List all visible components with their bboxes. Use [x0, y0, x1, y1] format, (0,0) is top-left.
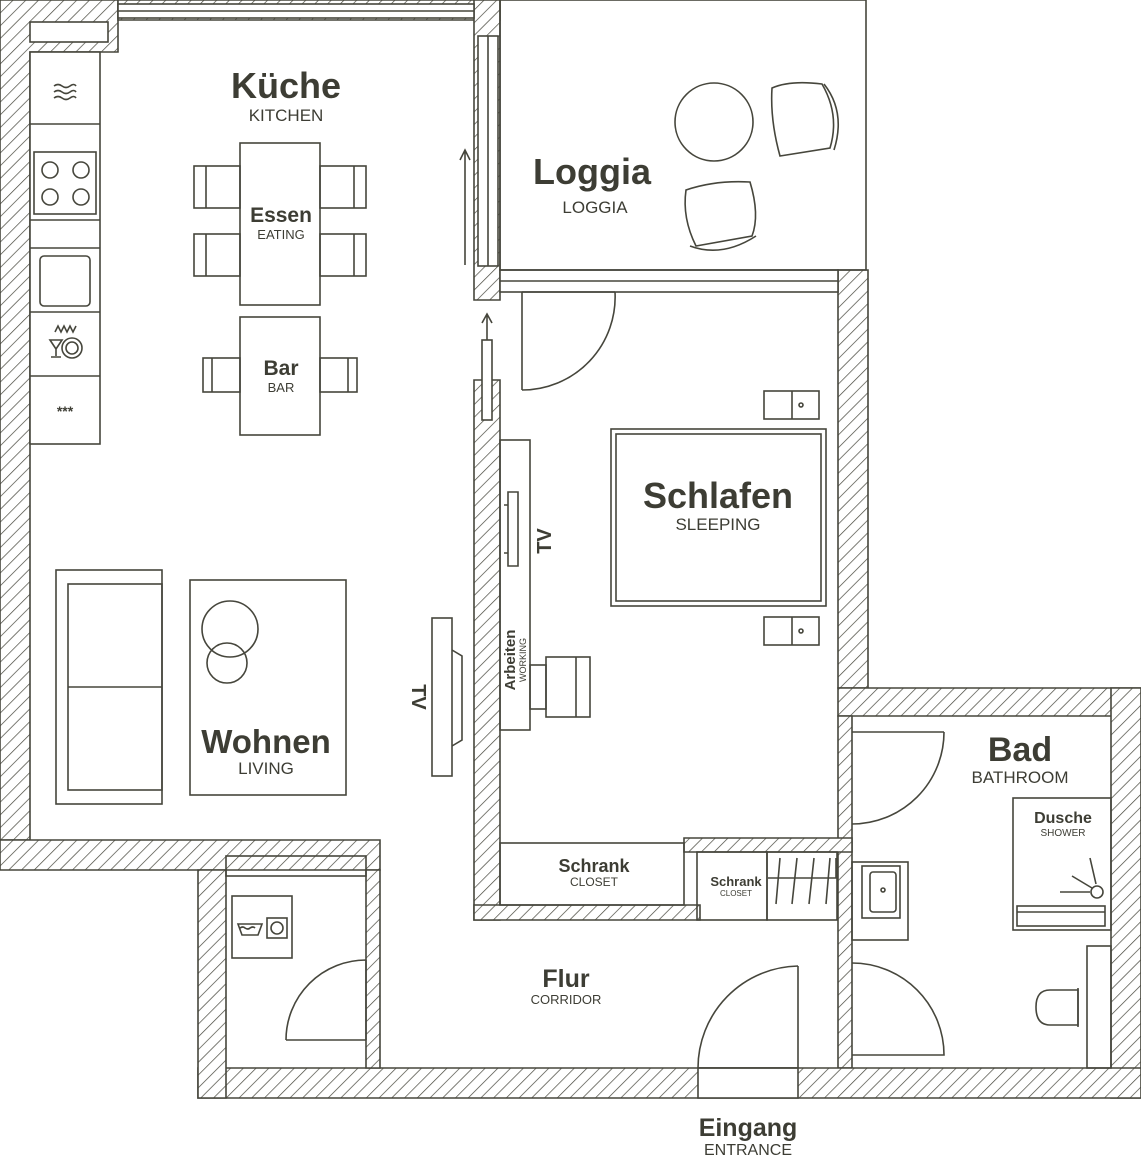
laundry-shelf	[225, 855, 367, 877]
door-entrance	[697, 965, 799, 1069]
coffee-table-large	[201, 600, 259, 658]
wall-bath-top	[837, 687, 1141, 717]
washing-icon	[236, 923, 264, 936]
closet-bedroom	[499, 842, 685, 906]
wall-closet-bottom	[473, 904, 701, 921]
living-rug	[189, 579, 347, 796]
wall-laundry-right	[365, 869, 381, 1069]
label-shower: Dusche	[1034, 810, 1092, 827]
wall-laundry-left	[197, 869, 227, 1099]
kitchen-counter: ***	[29, 21, 109, 445]
loggia-chair-1	[770, 81, 835, 157]
wall-partition-lower	[473, 379, 501, 921]
bed	[610, 428, 827, 607]
dining-table	[193, 142, 367, 306]
bathroom-sink	[851, 861, 909, 941]
door-bathroom	[851, 731, 945, 825]
label-loggia-en: LOGGIA	[562, 198, 628, 217]
label-tv-bedroom: TV	[534, 528, 556, 554]
label-kitchen: Küche	[231, 65, 341, 106]
stove-icon	[33, 151, 97, 215]
loggia-outline	[499, 0, 867, 271]
sofa	[55, 569, 163, 805]
label-entrance: Eingang	[699, 1114, 798, 1142]
hood-icon	[53, 83, 77, 101]
label-entrance-en: ENTRANCE	[704, 1142, 792, 1159]
wall-bath-left	[837, 715, 853, 1069]
label-corridor-en: CORRIDOR	[531, 992, 602, 1007]
sliding-door	[481, 339, 493, 421]
door-bedroom	[521, 291, 616, 391]
label-eating: Essen	[250, 204, 312, 227]
arrow-loggia	[459, 148, 471, 265]
label-living-en: LIVING	[238, 759, 294, 778]
label-eating-en: EATING	[257, 227, 304, 242]
label-working-en: WORKING	[518, 638, 528, 682]
sink-icon	[39, 255, 91, 307]
tv-living	[431, 617, 463, 777]
toilet	[1035, 989, 1079, 1026]
label-closet-bedroom: Schrank	[558, 856, 630, 876]
label-living: Wohnen	[201, 723, 331, 760]
labels: Küche KITCHEN Loggia LOGGIA Essen EATING…	[201, 65, 1092, 1159]
label-closet-hall: Schrank	[710, 874, 762, 889]
label-bar-en: BAR	[268, 380, 295, 395]
label-closet-hall-en: CLOSET	[720, 889, 752, 898]
wc-wall	[1086, 945, 1112, 1069]
wall-hall-closet	[683, 837, 853, 853]
label-bathroom-en: BATHROOM	[972, 768, 1069, 787]
bar-table	[202, 316, 358, 436]
arrow-bedroom	[481, 312, 493, 340]
door-wc	[851, 962, 945, 1056]
label-bathroom: Bad	[988, 731, 1052, 769]
desk-chair	[529, 656, 591, 718]
label-corridor: Flur	[542, 965, 589, 993]
label-sleeping: Schlafen	[643, 475, 793, 516]
label-sleeping-en: SLEEPING	[675, 515, 760, 534]
openings	[117, 3, 839, 1099]
entrance-threshold	[697, 1067, 799, 1099]
label-shower-en: SHOWER	[1041, 828, 1086, 839]
shower	[1012, 797, 1112, 931]
label-closet-bedroom-en: CLOSET	[570, 875, 619, 889]
coffee-table-small	[206, 642, 248, 684]
wall-bath-right	[1110, 687, 1141, 1099]
wall-living-bottom	[0, 839, 381, 871]
laundry-unit	[231, 895, 293, 959]
desk	[499, 439, 531, 731]
label-kitchen-en: KITCHEN	[249, 106, 324, 125]
label-tv-living: TV	[407, 684, 429, 710]
dryer-icon	[266, 917, 288, 939]
dishwasher-icon	[48, 339, 64, 358]
fridge-icon: ***	[57, 403, 74, 419]
loggia-chair-2	[684, 180, 757, 247]
label-working: Arbeiten	[502, 630, 519, 691]
label-bar: Bar	[263, 357, 298, 380]
shower-head-icon	[1090, 885, 1104, 899]
door-laundry	[285, 959, 367, 1041]
wall-bedroom-right	[837, 269, 869, 689]
wall-bottom	[197, 1067, 1141, 1099]
label-loggia: Loggia	[533, 151, 652, 192]
loggia-table	[674, 82, 754, 162]
